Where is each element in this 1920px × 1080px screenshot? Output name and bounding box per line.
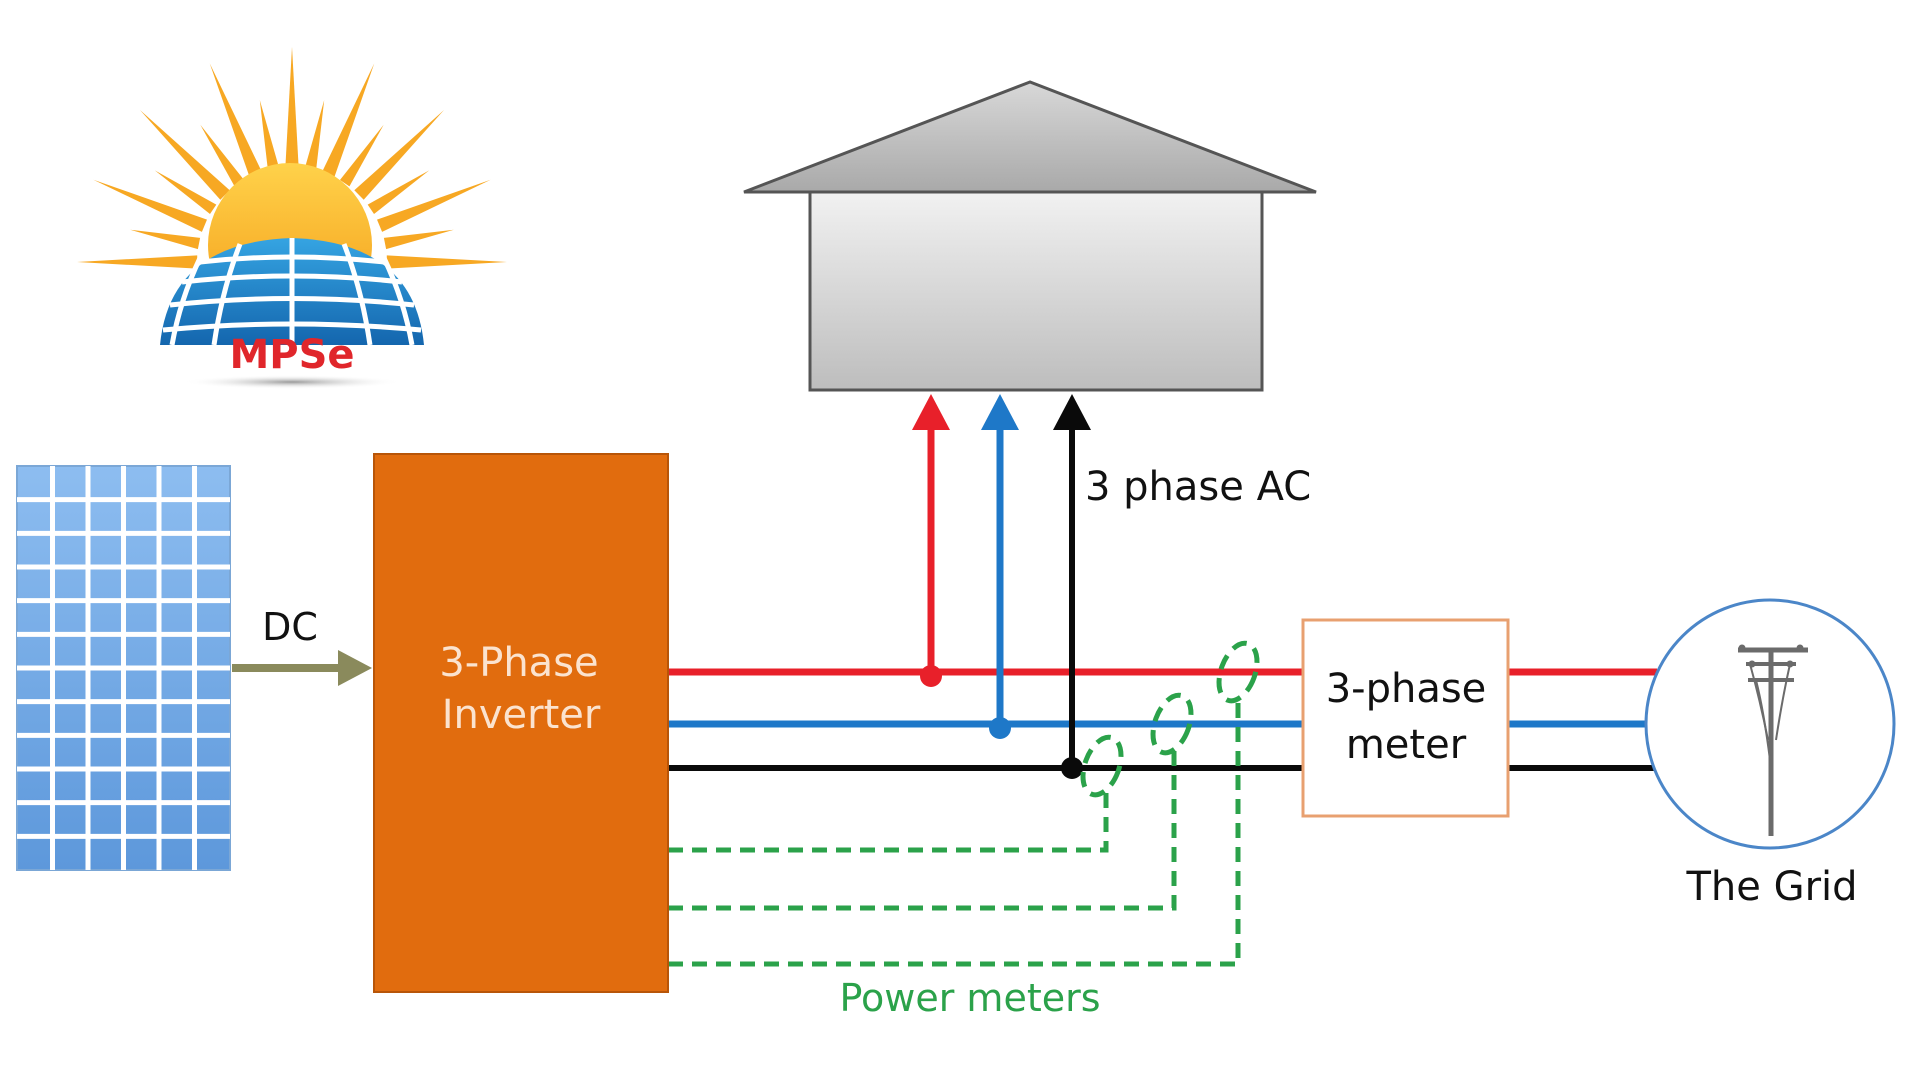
power-meter-clamp-2 xyxy=(1150,692,1194,756)
blue-arrow-head-icon xyxy=(981,394,1019,430)
power-meter-wires xyxy=(668,640,1260,967)
house-icon xyxy=(743,80,1317,392)
sun-ray xyxy=(93,179,207,232)
phase-lines xyxy=(664,668,1657,771)
sun-ray xyxy=(209,63,262,177)
power-meter-clamp-1 xyxy=(1080,734,1124,798)
inverter-label-line2: Inverter xyxy=(442,692,601,738)
black-arrow-head-icon xyxy=(1053,394,1091,430)
solar-panel-icon xyxy=(16,465,231,871)
black-junction xyxy=(1061,757,1083,779)
inverter-box: 3-Phase Inverter xyxy=(373,453,669,993)
sun-rays-icon xyxy=(77,47,507,269)
sun-ray xyxy=(377,179,491,232)
ac-arrows xyxy=(912,394,1091,779)
inverter-label-line1: 3-Phase xyxy=(439,640,598,686)
sun-ray xyxy=(354,109,445,200)
sun-ray xyxy=(285,47,299,168)
dc-label: DC xyxy=(262,605,318,649)
three-phase-meter-box: 3-phase meter xyxy=(1301,618,1510,818)
sun-ray xyxy=(304,100,325,171)
meter-label-line1: 3-phase xyxy=(1326,666,1487,712)
sun-ray xyxy=(259,100,280,171)
logo-shadow xyxy=(182,375,402,389)
solar-dome-icon xyxy=(160,238,424,346)
grid-circle xyxy=(1644,598,1896,850)
power-meter-clamp-3 xyxy=(1216,640,1260,704)
sun-ray xyxy=(367,170,430,215)
sun-ray xyxy=(322,63,375,177)
utility-pole-icon xyxy=(1738,644,1808,836)
sun-ray xyxy=(139,109,230,200)
sun-ray xyxy=(339,124,384,187)
power-meters-label: Power meters xyxy=(839,976,1100,1020)
grid-label: The Grid xyxy=(1685,864,1857,910)
sun-ray xyxy=(130,229,201,250)
logo-text: MPSe xyxy=(229,332,354,378)
meter-label-line2: meter xyxy=(1346,722,1467,768)
power-meter-wire-3 xyxy=(668,698,1241,967)
power-meter-wire-2 xyxy=(668,750,1177,911)
sun-ray xyxy=(77,255,198,269)
sun-ray xyxy=(383,229,454,250)
red-junction xyxy=(920,665,942,687)
sun-ray xyxy=(386,255,507,269)
sun-ray xyxy=(154,170,217,215)
sun-ray xyxy=(200,124,245,187)
mpse-logo: MPSe xyxy=(77,47,507,389)
ac-label: 3 phase AC xyxy=(1085,464,1311,510)
dc-arrow xyxy=(232,650,372,686)
blue-junction xyxy=(989,717,1011,739)
power-meter-wire-1 xyxy=(668,792,1109,853)
red-arrow-head-icon xyxy=(912,394,950,430)
